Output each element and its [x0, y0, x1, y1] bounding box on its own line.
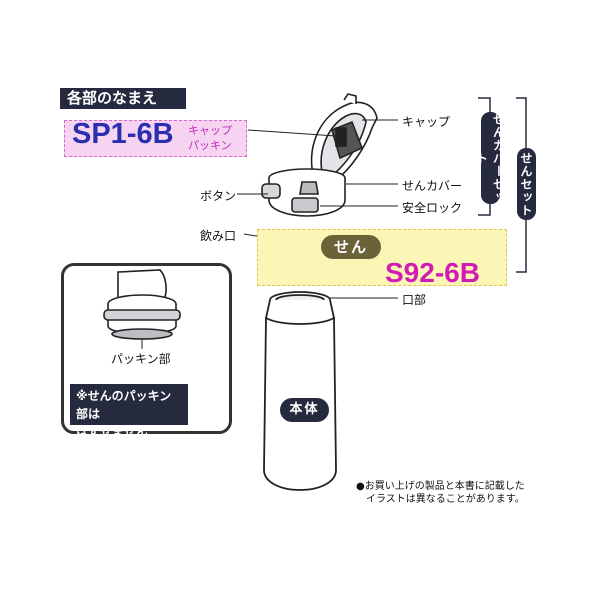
button-label: ボタン [200, 189, 237, 203]
sen-cover-set-label: せんカバーセット [474, 112, 506, 204]
sp-part-code: SP1-6B [72, 118, 174, 150]
sen-code-box [257, 229, 507, 286]
inset-note-line-2: はずせません [76, 425, 148, 439]
leader-lines [237, 119, 398, 299]
mouth-label: 口部 [402, 293, 427, 307]
footnote-line-1: ●お買い上げの製品と本書に記載した [356, 481, 525, 492]
body-label: 本体 [280, 398, 329, 422]
cap-label: キャップ [402, 115, 451, 129]
sen-set-label: せんセット [517, 148, 536, 220]
sen-badge: せん [321, 235, 381, 259]
sen-cover-label: せんカバー [402, 179, 463, 193]
bottle-drawing [263, 291, 337, 491]
footnote: ●お買い上げの製品と本書に記載した イラストは異なることがあります。 [356, 480, 525, 506]
inset-note: ※せんのパッキン部は はずせません [70, 384, 188, 439]
drinking-spout-label: 飲み口 [200, 229, 237, 243]
inset-note-line-1: ※せんのパッキン部は [76, 389, 172, 421]
cap-drawing [310, 93, 378, 183]
sp-sub-label-2: パッキン [188, 139, 232, 152]
footnote-line-2: イラストは異なることがあります。 [366, 494, 525, 505]
sp-code-box [64, 120, 247, 157]
section-title: 各部のなまえ [60, 88, 186, 109]
safety-lock-label: 安全ロック [402, 201, 463, 215]
inset-illustration [103, 269, 181, 349]
packing-part-label: パッキン部 [111, 352, 171, 366]
sen-cover-drawing [261, 168, 346, 217]
sen-part-code: S92-6B [385, 257, 480, 288]
sp-sub-label-1: キャップ [188, 124, 232, 137]
